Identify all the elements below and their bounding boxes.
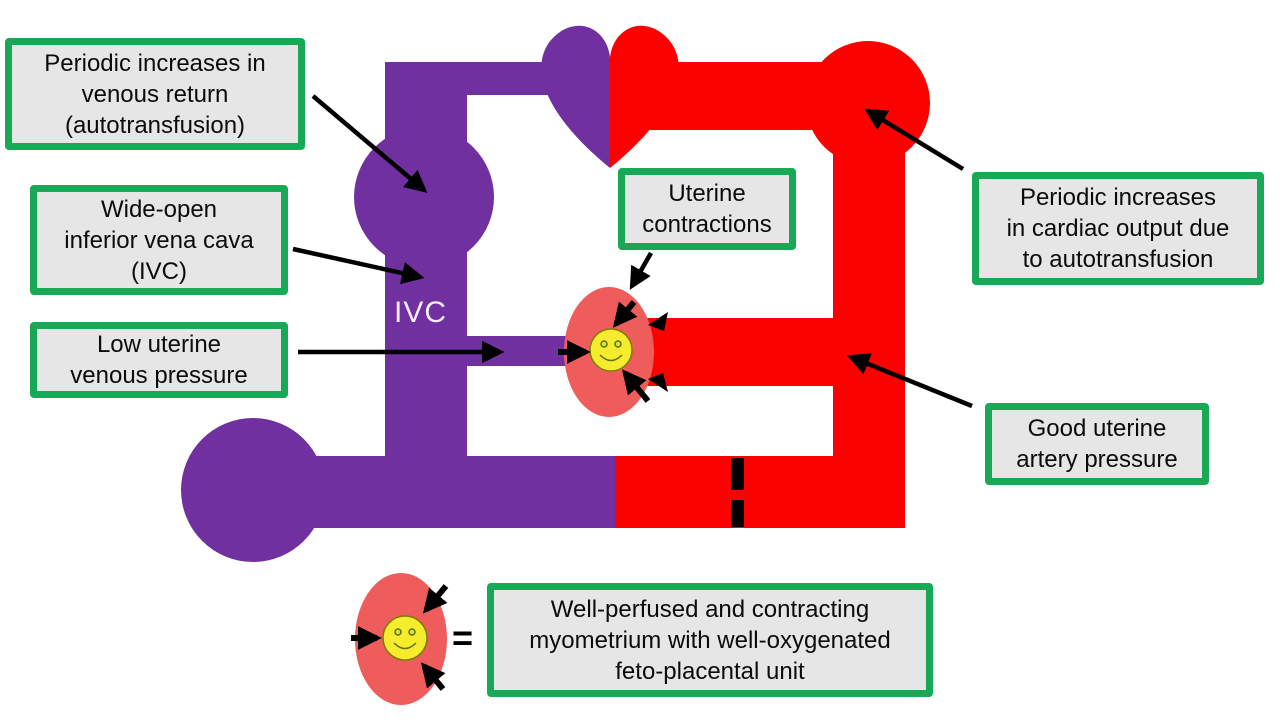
arrow-uterine-contractions (629, 251, 653, 290)
label-cardiac-output: Periodic increases in cardiac output due… (972, 172, 1264, 285)
legend-contraction-arrow (420, 662, 446, 691)
contraction-arrow (612, 300, 638, 328)
heart-venous-half (541, 25, 610, 168)
legend-contraction-arrow (422, 584, 449, 614)
arterial-bottom-pipe (615, 456, 905, 528)
label-low-venous-pressure-text: Low uterine venous pressure (70, 331, 248, 389)
label-cardiac-output-text: Periodic increases in cardiac output due… (1006, 184, 1230, 273)
label-artery-pressure-text: Good uterine artery pressure (1016, 415, 1178, 473)
label-wide-open-ivc: Wide-open inferior vena cava (IVC) (30, 185, 288, 295)
arrow-wide-open-ivc (292, 246, 425, 285)
smiley-eye (394, 628, 402, 636)
contraction-arrow (621, 369, 651, 403)
label-wide-open-ivc-text: Wide-open inferior vena cava (IVC) (64, 195, 254, 285)
label-venous-return: Periodic increases in venous return (aut… (5, 38, 305, 150)
smiley-eye (614, 340, 622, 348)
label-legend: Well-perfused and contracting myometrium… (487, 583, 933, 697)
heart-arterial-half (610, 25, 679, 168)
smiley-eye (408, 628, 416, 636)
uterine-artery-pipe (645, 318, 905, 386)
contraction-arrow-tip (648, 373, 668, 392)
smiley-mouth (599, 354, 623, 362)
arrow-venous-return (311, 94, 428, 193)
label-legend-text: Well-perfused and contracting myometrium… (529, 595, 891, 685)
bottom-pipe-dash (731, 458, 744, 490)
smiley-eye (600, 340, 608, 348)
arrow-artery-pressure (846, 353, 973, 409)
label-uterine-contractions: Uterine contractions (618, 168, 796, 250)
contraction-arrow-tip (648, 312, 668, 331)
label-venous-return-text: Periodic increases in venous return (aut… (44, 49, 266, 139)
venous-bottom-pipe (253, 456, 615, 528)
label-low-venous-pressure: Low uterine venous pressure (30, 322, 288, 398)
label-uterine-contractions-text: Uterine contractions (642, 180, 772, 238)
label-artery-pressure: Good uterine artery pressure (985, 403, 1209, 485)
ivc-vessel-label: IVC (394, 296, 448, 329)
smiley-mouth (393, 642, 417, 650)
arrow-cardiac-output (864, 108, 965, 171)
legend-smiley-face (382, 615, 428, 661)
fetus-smiley-face (589, 328, 633, 372)
legend-equals-sign: = (452, 617, 474, 658)
bottom-pipe-dash (731, 500, 744, 527)
